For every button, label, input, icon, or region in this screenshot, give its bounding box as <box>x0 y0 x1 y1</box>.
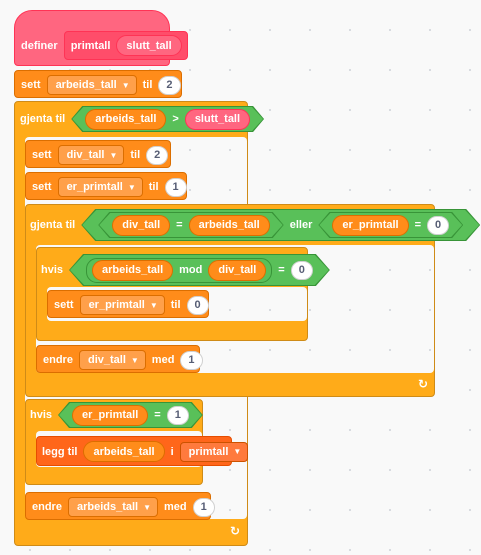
set-keyword: sett <box>54 299 74 311</box>
define-keyword: definer <box>21 39 58 52</box>
value-input[interactable]: 1 <box>167 406 189 425</box>
loop-arrow-icon: ↻ <box>230 524 241 538</box>
set-keyword: sett <box>21 79 41 91</box>
variable-name: er_primtall <box>88 299 145 311</box>
equals-condition[interactable]: arbeids_tall mod div_tall = 0 <box>70 255 329 285</box>
value-input[interactable]: 2 <box>158 75 181 95</box>
greater-than-condition[interactable]: arbeids_tall > slutt_tall <box>72 107 263 131</box>
reporter-arbeids-tall[interactable]: arbeids_tall <box>85 109 166 130</box>
equals-operator: = <box>154 409 161 421</box>
list-dropdown[interactable]: primtall ▼ <box>179 441 249 462</box>
prototype-block: primtall slutt_tall <box>63 31 188 60</box>
equals-operator: = <box>414 219 422 231</box>
variable-dropdown[interactable]: arbeids_tall ▼ <box>67 497 159 517</box>
variable-dropdown[interactable]: er_primtall ▼ <box>79 295 165 315</box>
in-keyword: i <box>170 445 174 458</box>
change-div-tall-block[interactable]: endre div_tall ▼ med 1 <box>36 345 203 373</box>
param-slutt-tall[interactable]: slutt_tall <box>116 35 182 56</box>
mod-operator-block[interactable]: arbeids_tall mod div_tall <box>86 258 272 283</box>
set-er-primtall-block[interactable]: sett er_primtall ▼ til 1 <box>25 172 187 200</box>
equals-operator: = <box>176 219 183 231</box>
chevron-down-icon: ▼ <box>109 150 118 160</box>
variable-name: arbeids_tall <box>55 79 117 91</box>
repeat-until-keyword: gjenta til <box>20 113 66 125</box>
equals-condition[interactable]: div_tall = arbeids_tall <box>99 213 282 237</box>
by-keyword: med <box>164 501 187 513</box>
reporter-arbeids-tall[interactable]: arbeids_tall <box>83 441 165 462</box>
variable-dropdown[interactable]: er_primtall ▼ <box>57 177 143 197</box>
change-keyword: endre <box>32 501 62 513</box>
to-keyword: til <box>148 181 159 193</box>
or-condition[interactable]: div_tall = arbeids_tall eller er_primtal… <box>82 210 479 240</box>
by-keyword: med <box>151 354 175 366</box>
equals-condition[interactable]: er_primtall = 1 <box>59 403 202 427</box>
reporter-er-primtall[interactable]: er_primtall <box>332 215 408 236</box>
value-input[interactable]: 2 <box>146 145 169 165</box>
value-input[interactable]: 0 <box>427 216 449 235</box>
chevron-down-icon: ▼ <box>149 300 158 310</box>
value-input[interactable]: 1 <box>164 177 187 197</box>
to-keyword: til <box>170 299 181 311</box>
reporter-er-primtall[interactable]: er_primtall <box>72 405 148 426</box>
if-keyword: hvis <box>30 409 53 421</box>
list-name: primtall <box>188 445 229 458</box>
value-input[interactable]: 1 <box>192 497 215 517</box>
to-keyword: til <box>142 79 153 91</box>
equals-operator: = <box>278 264 285 276</box>
value-input[interactable]: 0 <box>291 261 313 280</box>
reporter-div-tall[interactable]: div_tall <box>112 215 170 236</box>
chevron-down-icon: ▼ <box>127 182 136 192</box>
define-block[interactable]: definer primtall slutt_tall <box>14 10 188 66</box>
reporter-slutt-tall[interactable]: slutt_tall <box>185 109 250 130</box>
set-keyword: sett <box>32 149 52 161</box>
chevron-down-icon: ▼ <box>233 447 242 456</box>
equals-condition[interactable]: er_primtall = 0 <box>319 213 462 237</box>
chevron-down-icon: ▼ <box>130 355 139 365</box>
variable-name: arbeids_tall <box>76 501 139 513</box>
change-keyword: endre <box>43 354 73 366</box>
reporter-arbeids-tall[interactable]: arbeids_tall <box>189 215 270 236</box>
set-arbeids-tall-block[interactable]: sett arbeids_tall ▼ til 2 <box>14 70 182 98</box>
reporter-arbeids-tall[interactable]: arbeids_tall <box>92 260 173 281</box>
repeat-until-keyword: gjenta til <box>30 219 76 231</box>
mod-operator: mod <box>179 264 203 276</box>
variable-name: div_tall <box>66 149 105 161</box>
chevron-down-icon: ▼ <box>121 80 130 90</box>
variable-dropdown[interactable]: div_tall ▼ <box>57 145 125 165</box>
change-arbeids-tall-block[interactable]: endre arbeids_tall ▼ med 1 <box>25 492 215 520</box>
variable-dropdown[interactable]: arbeids_tall ▼ <box>46 75 137 95</box>
variable-dropdown[interactable]: div_tall ▼ <box>78 350 146 370</box>
value-input[interactable]: 0 <box>186 295 209 315</box>
to-keyword: til <box>130 149 141 161</box>
loop-arrow-icon: ↻ <box>418 377 429 391</box>
variable-name: div_tall <box>87 354 126 366</box>
reporter-div-tall[interactable]: div_tall <box>208 260 266 281</box>
set-keyword: sett <box>32 181 52 193</box>
add-keyword: legg til <box>42 445 78 458</box>
or-operator: eller <box>289 219 313 231</box>
greater-than-operator: > <box>172 113 179 125</box>
set-er-primtall-zero-block[interactable]: sett er_primtall ▼ til 0 <box>47 290 209 318</box>
chevron-down-icon: ▼ <box>143 502 152 512</box>
variable-name: er_primtall <box>66 181 123 193</box>
procedure-name: primtall <box>70 39 111 52</box>
if-keyword: hvis <box>41 264 64 276</box>
set-div-tall-block[interactable]: sett div_tall ▼ til 2 <box>25 140 171 168</box>
add-to-list-block[interactable]: legg til arbeids_tall i primtall ▼ <box>36 436 249 466</box>
value-input[interactable]: 1 <box>180 350 203 370</box>
